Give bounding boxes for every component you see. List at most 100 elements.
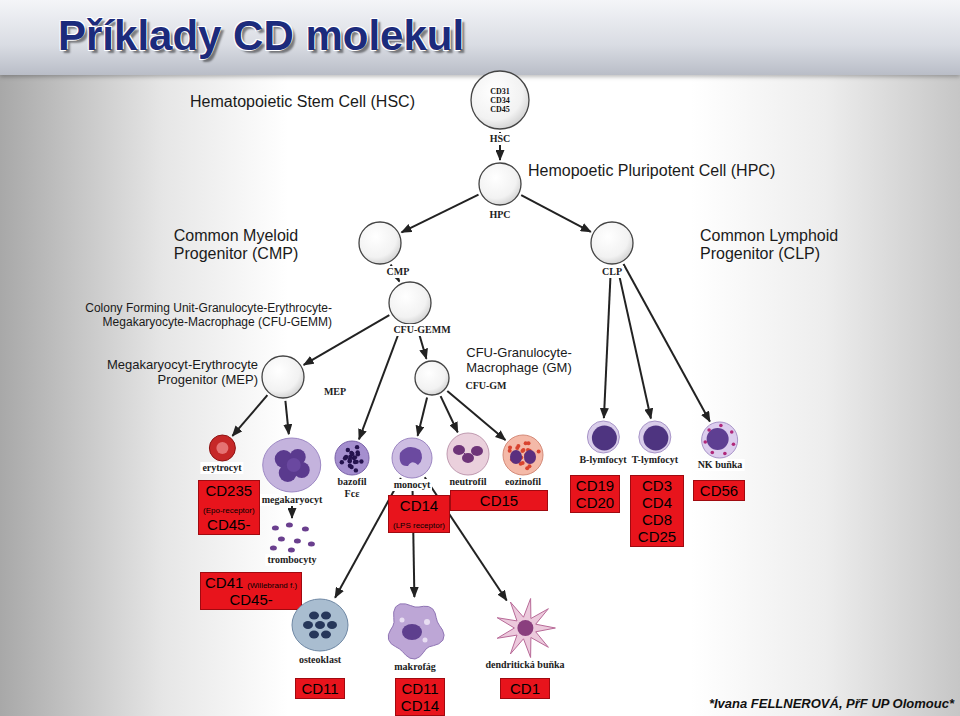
cell-part [272, 526, 279, 531]
cd-marker-box: CD11 CD14 [395, 678, 445, 716]
cd-text: (Willebrand f.) [247, 581, 297, 590]
cell-illustration [290, 596, 350, 654]
circle-shape [359, 222, 401, 264]
cd-text: CD15 [480, 492, 518, 509]
text-label: CFU-Granulocyte- Macrophage (GM) [452, 346, 586, 376]
cell-illustration [701, 421, 739, 459]
cell-part [321, 631, 331, 639]
cell-part [730, 430, 734, 434]
cell-part [537, 450, 541, 454]
cell-part [287, 458, 301, 472]
cell-label: trombocyty [265, 554, 318, 566]
cd-text: CD11 CD14 [401, 680, 439, 714]
cell-part [347, 459, 351, 463]
arrow-connector [624, 264, 710, 422]
cell-label: Fcε [343, 488, 362, 500]
cell-part [510, 450, 522, 464]
cd-text: (LPS receptor) [393, 521, 445, 530]
text-label: Common Myeloid Progenitor (CMP) [150, 227, 322, 264]
cd-text: CD3 CD4 CD8 CD25 [638, 477, 676, 545]
box-row: (LPS receptor) [393, 514, 445, 531]
cell-part [321, 611, 331, 619]
cd-marker-box: CD235(Epo-receptor)CD45- [198, 480, 260, 535]
cell-part [423, 638, 428, 643]
cell-part [719, 424, 723, 428]
cell-node: eozinofil [502, 434, 544, 488]
circle-shape [471, 71, 529, 129]
cell-label: bazofil [336, 476, 369, 488]
arrow-connector [604, 267, 611, 418]
cell-part [704, 440, 708, 444]
cd-text: CD56 [700, 482, 738, 499]
cell-part [209, 435, 235, 461]
progenitor-circle: CFU-GM [414, 360, 450, 396]
cell-label: monocyt [392, 479, 433, 491]
cell-part [352, 456, 356, 460]
cell-label: erytrocyt [200, 462, 243, 474]
arrow-connector [447, 391, 505, 440]
cell-node: makrofág [384, 599, 446, 673]
cell-part [707, 428, 729, 450]
cell-part [278, 537, 285, 542]
circle-outline [590, 221, 634, 265]
cell-part [520, 449, 524, 453]
cell-part [309, 611, 319, 619]
progenitor-circle: CLP [590, 221, 634, 265]
cell-node: NK buňka [696, 421, 745, 471]
cell-label: megakaryocyt [260, 494, 325, 506]
cell-label: NK buňka [696, 459, 745, 471]
circle-outline [478, 162, 522, 206]
cell-part [702, 422, 738, 458]
cell-label: eozinofil [503, 476, 543, 488]
cell-illustration [446, 432, 490, 476]
arrow-connector [617, 266, 651, 418]
cell-illustration [502, 434, 544, 476]
box-row: CD14 [393, 497, 445, 514]
cd-marker-box: CD14 (LPS receptor) [388, 495, 450, 533]
cell-node: monocyt [391, 437, 433, 491]
marker-list: CD31 CD34 CD45 [487, 87, 513, 114]
cell-illustration [391, 437, 433, 479]
circle-label: CMP [385, 266, 412, 278]
cell-part [216, 442, 228, 454]
circle-label: CLP [600, 266, 624, 278]
cell-part [708, 428, 712, 432]
cell-illustration [494, 597, 556, 659]
cell-label: osteoklast [297, 654, 343, 666]
cell-part [392, 438, 432, 478]
cell-illustration [384, 599, 446, 661]
cd-marker-box: CD15 [450, 490, 548, 511]
cell-label: T-lymfocyt [630, 454, 680, 466]
cd-text: CD45- [207, 516, 250, 533]
box-row: CD15 [455, 492, 543, 509]
cell-part [447, 433, 489, 475]
cell-part [400, 447, 422, 466]
cell-part [400, 618, 405, 623]
cell-part [349, 465, 353, 469]
arrow-connector [402, 195, 479, 233]
cd-text: CD45- [229, 591, 272, 608]
arrow-connector [285, 401, 288, 434]
cell-part [463, 452, 476, 456]
text-label: Megakaryocyt-Erythrocyte Progenitor (MEP… [70, 358, 258, 388]
circle-shape [415, 361, 449, 395]
circle-shape [262, 356, 304, 398]
progenitor-circle: CMP [358, 221, 402, 265]
cell-part [270, 546, 277, 551]
cell-node: erytrocyt [200, 434, 243, 474]
cell-part [592, 426, 617, 451]
text-label: Hemopoetic Pluripotent Cell (HPC) [528, 162, 775, 180]
box-row: CD3 CD4 CD8 CD25 [635, 477, 679, 545]
cell-part [303, 621, 313, 629]
cell-illustration [334, 440, 370, 476]
cell-part [346, 448, 350, 452]
cell-part [524, 441, 528, 445]
circle-outline [388, 281, 432, 325]
box-row: CD19 CD20 [575, 477, 615, 511]
cell-node: osteoklast [290, 596, 350, 666]
cell-label: makrofág [392, 661, 437, 673]
box-row: CD45- [205, 591, 297, 608]
cd-text: CD19 CD20 [576, 477, 614, 511]
